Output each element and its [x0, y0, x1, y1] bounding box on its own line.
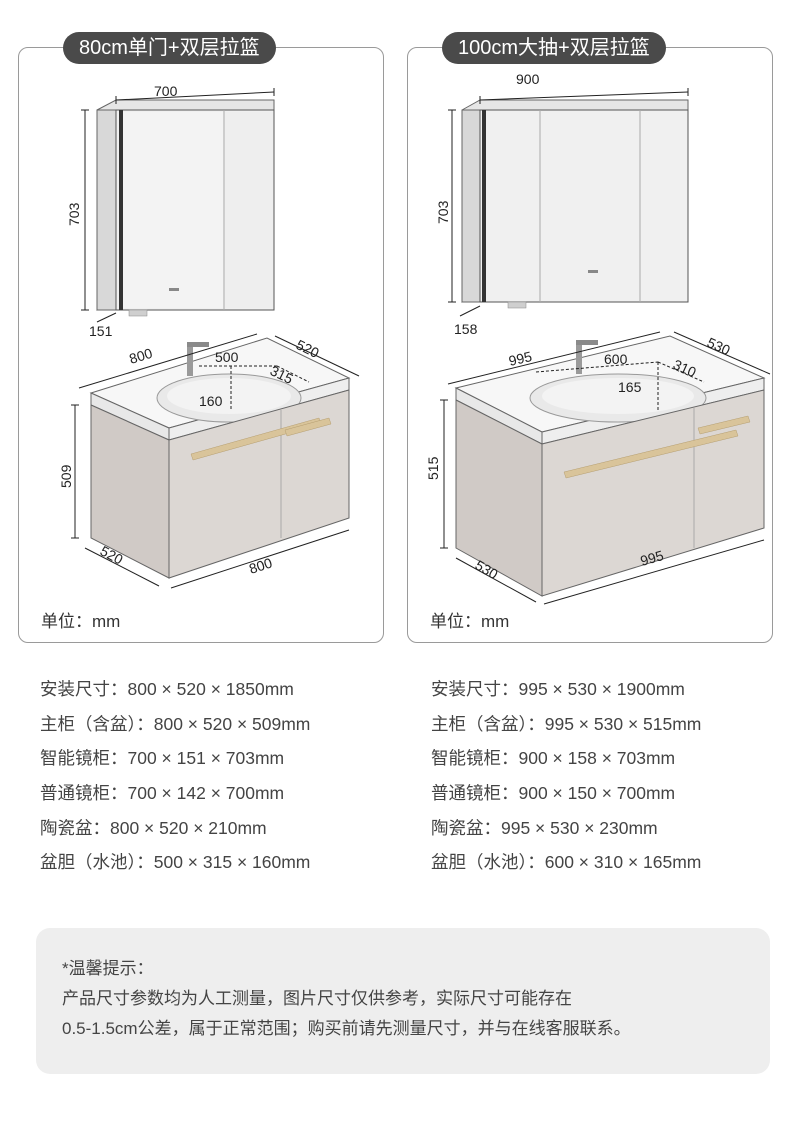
- vanity-dimension-lines: [440, 331, 771, 605]
- spec-sink-bowl: 盆胆（水池）：500 × 315 × 160mm: [40, 852, 311, 873]
- notice-line-2: 0.5-1.5cm公差，属于正常范围；购买前请先测量尺寸，并与在线客服联系。: [62, 1019, 631, 1038]
- panel-title-pill: 80cm单门+双层拉篮: [63, 32, 276, 64]
- unit-label: 单位：mm: [41, 612, 121, 631]
- notice-line-1: 产品尺寸参数均为人工测量，图片尺寸仅供参考，实际尺寸可能存在: [62, 989, 572, 1008]
- vanity-bottom-width-label: 800: [247, 554, 274, 577]
- vanity-bottom-width-label: 995: [638, 547, 665, 569]
- basin-depth-label: 165: [618, 379, 642, 395]
- basin-width-label: 600: [604, 351, 628, 367]
- mirror-width-label: 900: [516, 71, 540, 87]
- product-drawing-80cm: 700 703 151: [58, 83, 360, 589]
- mirror-depth-label: 151: [89, 323, 113, 339]
- spec-install-size: 安装尺寸：800 × 520 × 1850mm: [40, 679, 294, 699]
- panel-title-pill: 100cm大抽+双层拉篮: [442, 32, 666, 64]
- mirror-dimension-lines: [81, 88, 275, 323]
- mirror-width-label: 700: [154, 83, 178, 99]
- basin-width-label: 500: [215, 349, 239, 365]
- mirror-cabinet: [96, 99, 275, 317]
- notice-title: *温馨提示：: [62, 959, 154, 978]
- mirror-dimension-lines: [448, 88, 689, 317]
- mirror-height-label: 703: [66, 202, 82, 226]
- product-drawing-100cm: 900 703 158: [425, 71, 771, 605]
- spec-sink-bowl: 盆胆（水池）：600 × 310 × 165mm: [431, 852, 702, 873]
- spec-install-size: 安装尺寸：995 × 530 × 1900mm: [431, 679, 685, 699]
- vanity-cabinet: [454, 335, 766, 597]
- unit-label: 单位：mm: [430, 612, 510, 631]
- spec-standard-mirror: 普通镜柜：900 × 150 × 700mm: [431, 783, 676, 804]
- basin-depth-label: 160: [199, 393, 223, 409]
- spec-standard-mirror: 普通镜柜：700 × 142 × 700mm: [40, 783, 285, 804]
- mirror-height-label: 703: [435, 200, 451, 224]
- spec-list-100cm: 安装尺寸：995 × 530 × 1900mm 主柜（含盆）：995 × 530…: [431, 672, 790, 880]
- mirror-cabinet: [461, 99, 689, 309]
- vanity-height-label: 515: [425, 456, 441, 480]
- spec-list-80cm: 安装尺寸：800 × 520 × 1850mm 主柜（含盆）：800 × 520…: [40, 672, 400, 880]
- product-panel-100cm: 100cm大抽+双层拉篮 900 703 158: [407, 32, 773, 643]
- mirror-depth-label: 158: [454, 321, 478, 337]
- vanity-top-width-label: 995: [507, 348, 534, 369]
- warm-notice-box: *温馨提示： 产品尺寸参数均为人工测量，图片尺寸仅供参考，实际尺寸可能存在 0.…: [36, 928, 770, 1074]
- vanity-cabinet: [89, 337, 351, 579]
- spec-smart-mirror: 智能镜柜：900 × 158 × 703mm: [431, 748, 676, 769]
- spec-smart-mirror: 智能镜柜：700 × 151 × 703mm: [40, 748, 285, 769]
- vanity-top-width-label: 800: [127, 345, 154, 367]
- spec-main-cabinet: 主柜（含盆）：800 × 520 × 509mm: [40, 713, 311, 734]
- spec-ceramic-basin: 陶瓷盆：995 × 530 × 230mm: [431, 817, 658, 838]
- vanity-dimension-lines: [71, 333, 360, 589]
- product-panel-80cm: 80cm单门+双层拉篮 700 703 151: [18, 32, 384, 643]
- spec-ceramic-basin: 陶瓷盆：800 × 520 × 210mm: [40, 817, 267, 838]
- vanity-height-label: 509: [58, 464, 74, 488]
- spec-main-cabinet: 主柜（含盆）：995 × 530 × 515mm: [431, 713, 702, 734]
